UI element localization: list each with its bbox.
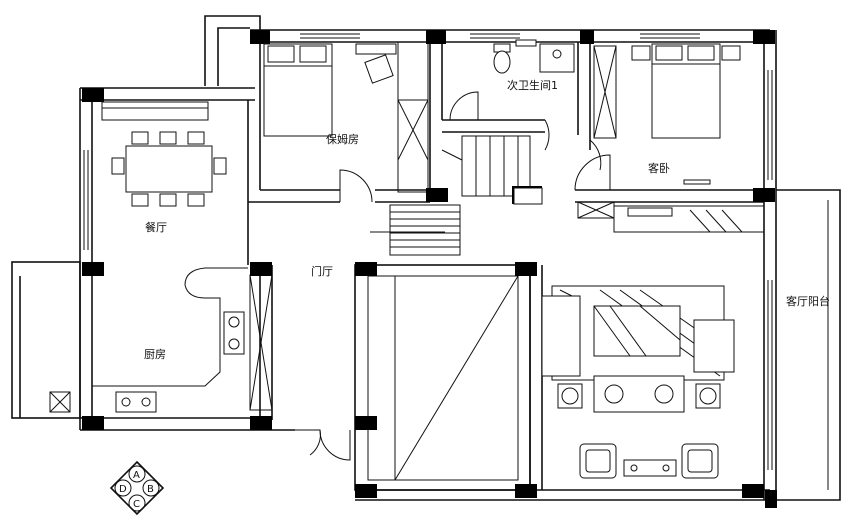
balcony-washer <box>49 391 71 413</box>
room-label-dining-room: 餐厅 <box>145 220 167 234</box>
compass-label-a: A <box>133 470 140 481</box>
room-label-second-bathroom: 次卫生间1 <box>507 78 558 92</box>
windows <box>83 33 773 470</box>
bath-cabinet <box>515 39 537 47</box>
room-label-kitchen: 厨房 <box>144 348 166 361</box>
wash-basin <box>539 43 575 73</box>
room-label-foyer: 门厅 <box>311 264 333 278</box>
room-label-living-balcony: 客厅阳台 <box>786 294 830 308</box>
compass-label-b: B <box>147 484 154 495</box>
outer-walls <box>11 15 841 501</box>
nanny-bed <box>263 43 333 137</box>
living-sofa-set <box>541 285 735 413</box>
dining-table <box>101 101 227 207</box>
armchairs <box>579 443 719 479</box>
interior-walls <box>92 41 765 491</box>
desk-chair <box>355 43 397 84</box>
compass-label-c: C <box>133 499 140 510</box>
kitchen-stove <box>115 391 157 413</box>
room-label-guest-bedroom: 客卧 <box>648 161 670 175</box>
doors <box>295 91 611 461</box>
room-label-nanny-room: 保姆房 <box>326 132 359 146</box>
guest-bed <box>631 43 741 185</box>
kitchen-sink <box>223 311 245 355</box>
compass-label-d: D <box>119 484 127 495</box>
toilet <box>493 43 511 74</box>
utility-box <box>513 187 543 205</box>
compass-icon: A B C D <box>109 460 165 516</box>
